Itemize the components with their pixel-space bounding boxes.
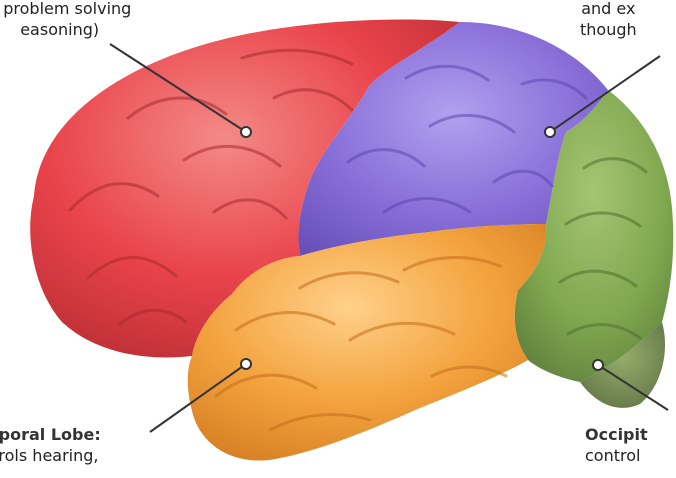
temporal-label-title: mporal Lobe: bbox=[0, 424, 101, 445]
temporal-label: mporal Lobe: ntrols hearing, bbox=[0, 424, 101, 466]
occipital-point bbox=[593, 360, 603, 370]
frontal-point bbox=[241, 127, 251, 137]
frontal-label: d problem solving easoning) bbox=[0, 0, 131, 40]
occipital-label-title: Occipit bbox=[585, 424, 648, 445]
parietal-label-line-1: and ex bbox=[580, 0, 637, 19]
parietal-point bbox=[545, 127, 555, 137]
parietal-label: and ex though bbox=[580, 0, 637, 40]
occipital-label-line-2: control bbox=[585, 445, 648, 466]
frontal-label-line-2: easoning) bbox=[0, 19, 131, 40]
temporal-label-line-2: ntrols hearing, bbox=[0, 445, 101, 466]
frontal-label-line-1: d problem solving bbox=[0, 0, 131, 19]
occipital-label: Occipit control bbox=[585, 424, 648, 466]
parietal-label-line-2: though bbox=[580, 19, 637, 40]
temporal-point bbox=[241, 359, 251, 369]
